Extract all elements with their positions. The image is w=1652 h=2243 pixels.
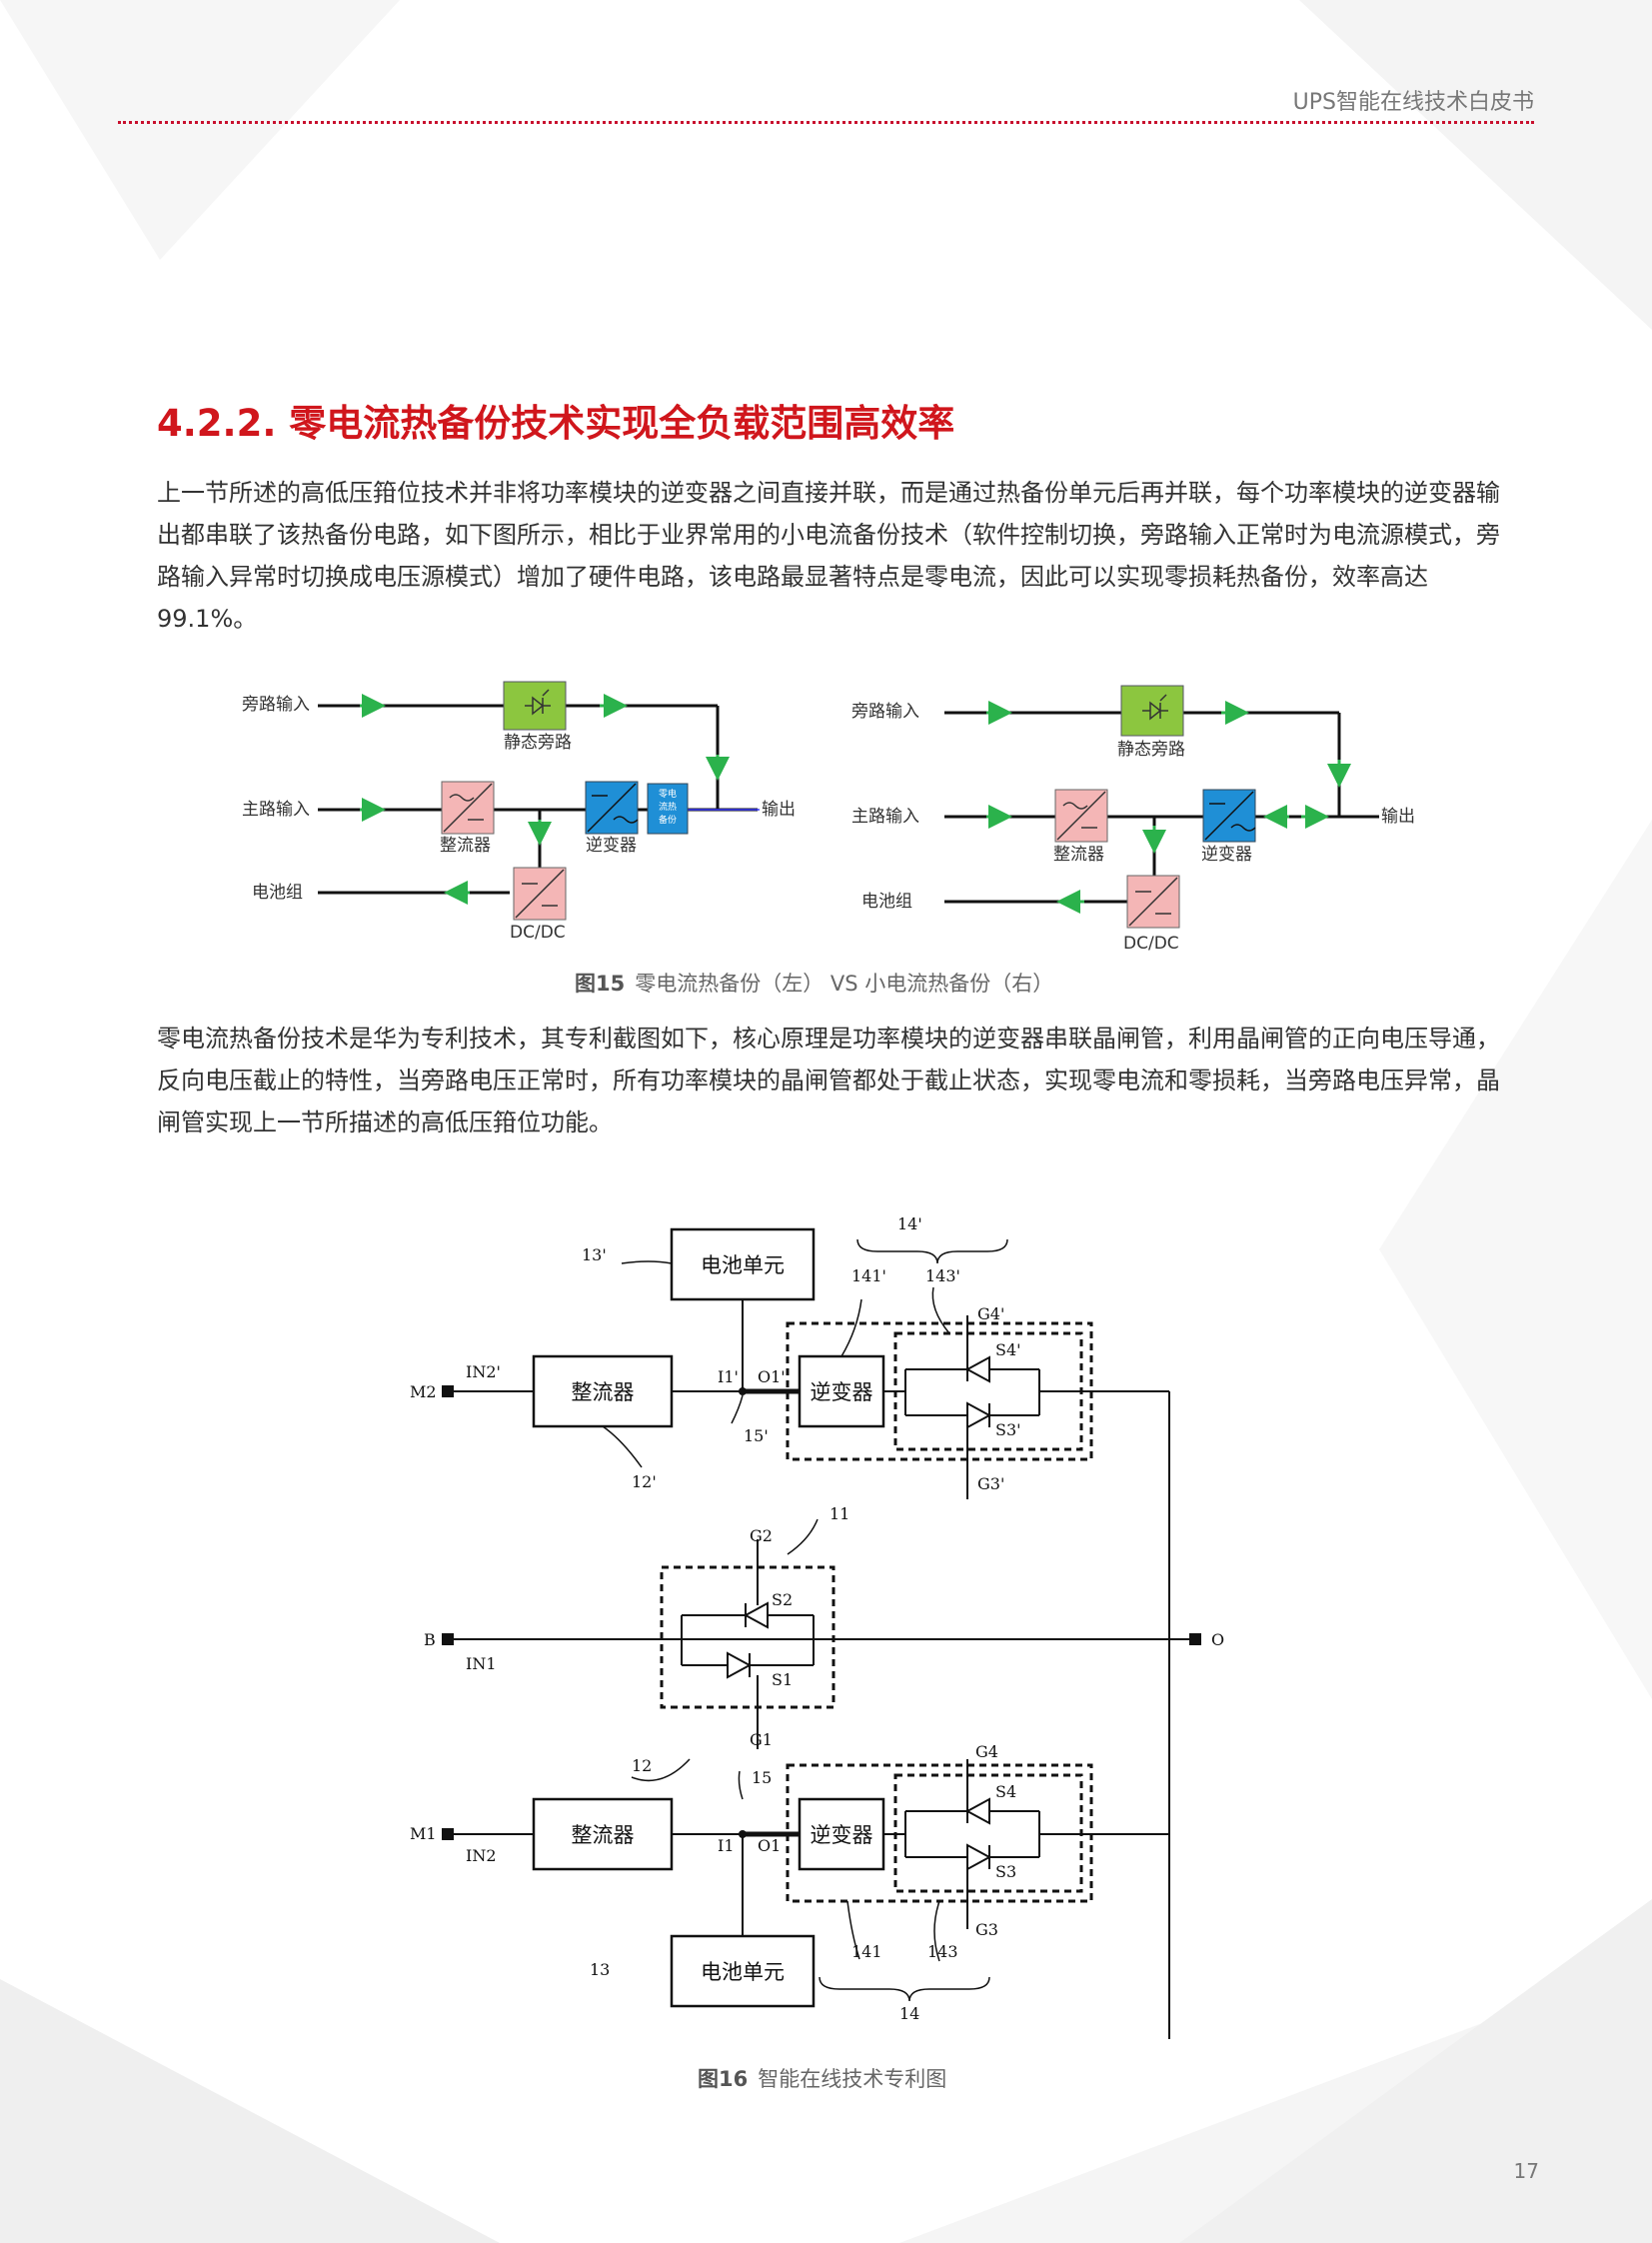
inverter-icon	[587, 783, 639, 833]
top-rectifier-box	[532, 1354, 674, 1428]
label-S4p: S4'	[995, 1340, 1021, 1359]
left-bypass-input-label: 旁路输入	[242, 695, 310, 715]
backup-label-line1: 零电	[659, 788, 677, 800]
top-inverter-box	[798, 1354, 885, 1428]
header-title: UPS智能在线技术白皮书	[1292, 90, 1534, 115]
backup-label-line2: 流热	[659, 801, 677, 813]
top-inverter-label: 逆变器	[811, 1380, 873, 1404]
label-13p: 13'	[582, 1245, 607, 1264]
left-battery-label: 电池组	[252, 883, 303, 903]
figure-16-caption-text: 智能在线技术专利图	[758, 2067, 947, 2091]
top-rectifier-label: 整流器	[572, 1380, 635, 1404]
label-141p: 141'	[851, 1266, 886, 1285]
left-dcdc-label: DC/DC	[510, 923, 566, 943]
fig15-right: 旁路输入 主路输入 电池组 静态旁路 整流器 逆变器 输出 DC/DC	[851, 685, 1415, 954]
bottom-inverter-label: 逆变器	[811, 1823, 873, 1847]
left-output-label: 输出	[762, 800, 796, 820]
label-14p: 14'	[897, 1214, 922, 1233]
top-battery-unit-box	[670, 1227, 816, 1301]
label-143: 143	[927, 1942, 958, 1961]
label-O: O	[1211, 1630, 1224, 1649]
left-main-input-label: 主路输入	[242, 800, 310, 820]
label-G3p: G3'	[977, 1474, 1004, 1493]
bottom-rectifier-box	[532, 1797, 674, 1871]
right-dcdc-label: DC/DC	[1123, 934, 1179, 954]
thyristor-icon	[1142, 694, 1168, 721]
right-battery-label: 电池组	[861, 892, 912, 912]
label-IN2p: IN2'	[466, 1362, 501, 1381]
figure-15-diagram: 旁路输入 主路输入 电池组 静态旁路 整流器 逆变器 零电 流热 备份 输出 D…	[242, 681, 1415, 954]
label-O1: O1	[758, 1836, 781, 1855]
label-B: B	[424, 1630, 436, 1649]
left-zero-current-backup-box	[647, 783, 689, 835]
figure-15-caption-text: 零电流热备份（左） VS 小电流热备份（右）	[635, 972, 1054, 996]
label-S3: S3	[995, 1862, 1016, 1881]
patent-top-module: 电池单元 整流器 逆变器	[442, 1227, 1170, 2039]
paragraph-1: 上一节所述的高低压箝位技术并非将功率模块的逆变器之间直接并联，而是通过热备份单元…	[157, 479, 1500, 633]
label-S4: S4	[995, 1782, 1016, 1801]
fig15-left: 旁路输入 主路输入 电池组 静态旁路 整流器 逆变器 零电 流热 备份 输出 D…	[242, 681, 796, 943]
right-static-bypass-label: 静态旁路	[1117, 740, 1185, 760]
inverter-icon	[1204, 791, 1256, 841]
figure-16-patent-diagram: 电池单元 整流器 逆变器	[410, 1214, 1224, 2039]
paragraph-2: 零电流热备份技术是华为专利技术，其专利截图如下，核心原理是功率模块的逆变器串联晶…	[157, 1025, 1500, 1136]
top-battery-unit-label: 电池单元	[701, 1253, 785, 1277]
label-M2: M2	[410, 1382, 437, 1401]
left-static-bypass-label: 静态旁路	[504, 733, 572, 753]
label-O1p: O1'	[758, 1367, 786, 1386]
label-15: 15	[752, 1768, 772, 1787]
figure-15-caption-label: 图15	[575, 972, 626, 996]
label-S1: S1	[772, 1670, 793, 1689]
left-inverter-label: 逆变器	[586, 836, 637, 856]
right-bypass-input-label: 旁路输入	[851, 702, 919, 722]
dcdc-icon	[1128, 877, 1178, 927]
right-rectifier-label: 整流器	[1053, 845, 1104, 865]
rectifier-icon	[1056, 791, 1106, 841]
bottom-battery-unit-label: 电池单元	[701, 1960, 785, 1984]
label-14: 14	[899, 2004, 919, 2023]
label-12p: 12'	[632, 1472, 657, 1491]
left-rectifier-label: 整流器	[440, 836, 491, 856]
figure-16-caption-label: 图16	[698, 2067, 749, 2091]
patent-bottom-module: 整流器 逆变器 电池单元	[442, 1759, 1169, 2008]
page-number: 17	[1513, 2159, 1539, 2183]
header-divider	[118, 121, 1534, 124]
rectifier-icon	[443, 783, 493, 833]
figure-15-caption: 图15 零电流热备份（左） VS 小电流热备份（右）	[575, 968, 1053, 998]
bottom-rectifier-label: 整流器	[572, 1823, 635, 1847]
label-G3: G3	[975, 1920, 998, 1939]
label-IN2: IN2	[466, 1846, 497, 1865]
section-heading: 4.2.2. 零电流热备份技术实现全负载范围高效率	[157, 402, 955, 445]
label-S3p: S3'	[995, 1420, 1021, 1439]
left-static-bypass-box	[503, 681, 567, 731]
dcdc-icon	[515, 869, 565, 919]
patent-leader-lines	[602, 1238, 1008, 2002]
label-I1: I1	[718, 1836, 735, 1855]
right-output-label: 输出	[1381, 807, 1415, 827]
thyristor-icon	[525, 689, 551, 716]
label-11: 11	[829, 1504, 849, 1523]
label-I1p: I1'	[718, 1367, 739, 1386]
label-13: 13	[590, 1960, 610, 1979]
label-G1: G1	[750, 1730, 773, 1749]
label-12: 12	[632, 1756, 652, 1775]
figure-16-caption: 图16 智能在线技术专利图	[698, 2063, 946, 2093]
label-G4: G4	[975, 1742, 998, 1761]
label-G4p: G4'	[977, 1304, 1004, 1323]
backup-label-line3: 备份	[659, 814, 677, 826]
right-static-bypass-box	[1120, 685, 1184, 737]
label-M1: M1	[410, 1824, 437, 1843]
patent-middle-module	[442, 1539, 1201, 1749]
label-G2: G2	[750, 1526, 773, 1545]
bottom-battery-unit-box	[670, 1934, 816, 2008]
label-IN1: IN1	[466, 1654, 497, 1673]
label-143p: 143'	[925, 1266, 960, 1285]
label-S2: S2	[772, 1590, 793, 1609]
right-inverter-label: 逆变器	[1201, 845, 1252, 865]
label-15p: 15'	[744, 1426, 769, 1445]
right-main-input-label: 主路输入	[851, 807, 919, 827]
label-141: 141	[851, 1942, 882, 1961]
